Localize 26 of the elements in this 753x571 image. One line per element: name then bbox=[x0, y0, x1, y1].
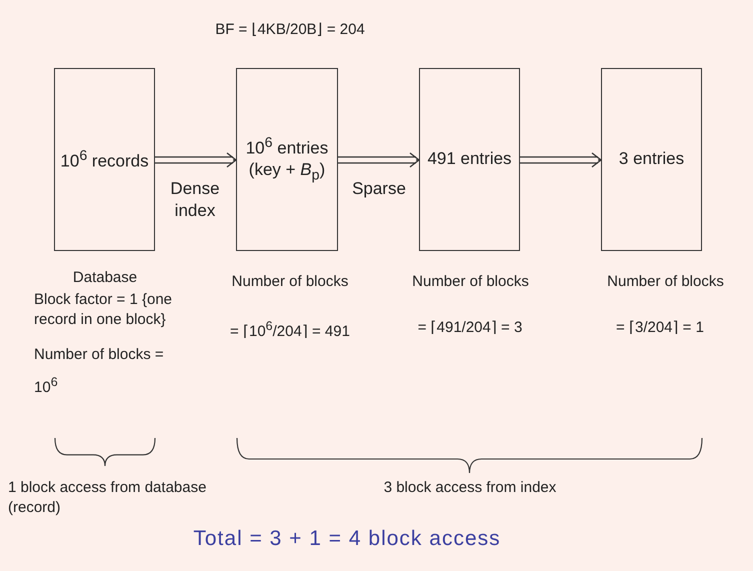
formula-text: Block factor = 1 {one record in one block} bbox=[34, 290, 174, 330]
note-text: 1 block access from database (record) bbox=[8, 478, 208, 518]
node-caption: Number of blocks bbox=[411, 272, 530, 292]
box-text: 10$^{6}$ records bbox=[60, 146, 149, 172]
formula-text: BF = ⌊4KB/20B⌋ = 204 bbox=[214, 20, 366, 40]
box-text: 3 entries bbox=[618, 148, 684, 170]
edge-label: Dense index bbox=[169, 178, 221, 222]
node-caption: Number of blocks bbox=[230, 272, 350, 292]
formula-text: = ⌈491/204⌉ = 3 bbox=[416, 318, 524, 338]
box-text: 10$^{6}$ entries (key + B$_{p}$) bbox=[244, 134, 330, 186]
node-caption: Database bbox=[72, 268, 138, 288]
double-arrow bbox=[519, 152, 602, 168]
formula-text: = ⌈3/204⌉ = 1 bbox=[615, 318, 705, 338]
note-text: 3 block access from index bbox=[382, 478, 558, 498]
double-arrow bbox=[154, 152, 237, 168]
record-box bbox=[601, 68, 702, 251]
box-text: 491 entries bbox=[427, 148, 512, 170]
record-box bbox=[54, 68, 155, 251]
formula-text: Number of blocks = 10$^{6}$ bbox=[34, 345, 164, 398]
formula-text: = ⌈10$^{6}$/204⌉ = 491 bbox=[229, 318, 351, 342]
edge-label: Sparse bbox=[351, 178, 407, 200]
double-arrow bbox=[337, 152, 420, 168]
record-box bbox=[236, 68, 338, 251]
record-box bbox=[419, 68, 520, 251]
total-caption: Total = 3 + 1 = 4 block access bbox=[192, 527, 502, 551]
node-caption: Number of blocks bbox=[606, 272, 725, 292]
